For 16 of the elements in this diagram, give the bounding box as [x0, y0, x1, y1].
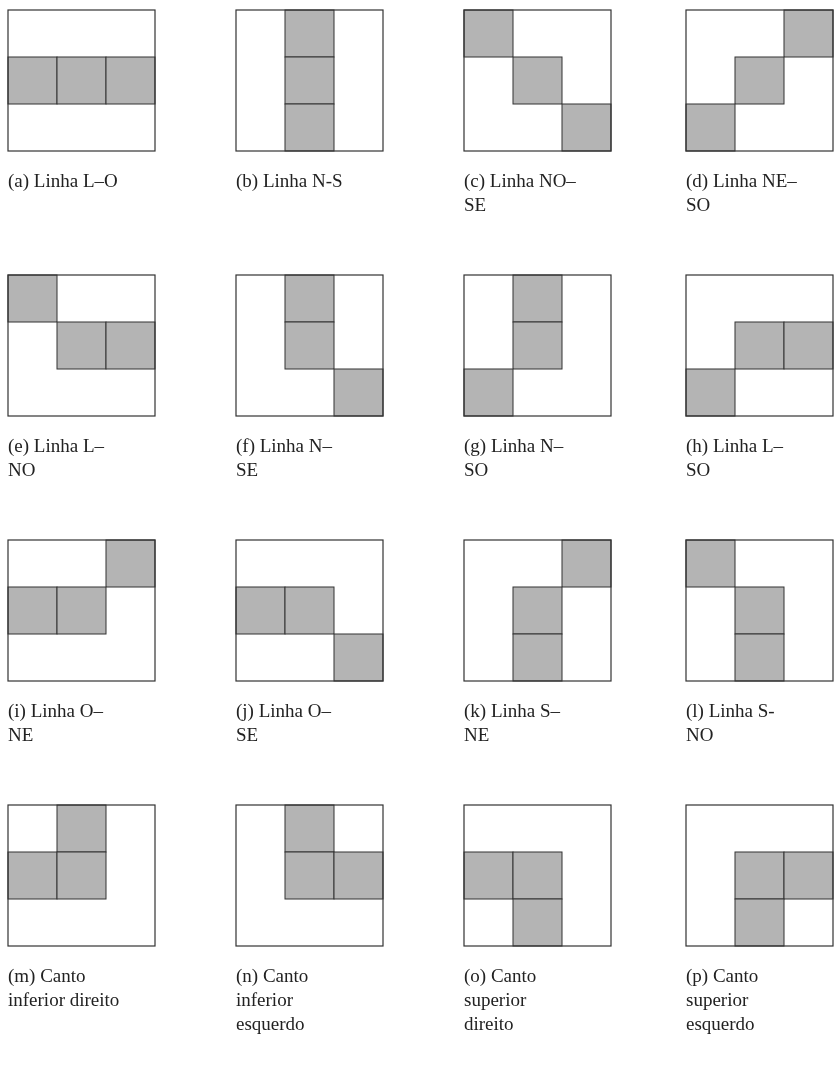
- caption: (a) Linha L–O: [8, 169, 119, 193]
- caption: (d) Linha NE–SO: [686, 169, 798, 217]
- caption: (b) Linha N-S: [236, 169, 344, 193]
- caption: (f) Linha N–SE: [236, 434, 334, 482]
- caption: (k) Linha S–NE: [464, 699, 562, 747]
- caption: (h) Linha L–SO: [686, 434, 785, 482]
- caption: (c) Linha NO–SE: [464, 169, 576, 217]
- caption: (l) Linha S-NO: [686, 699, 776, 747]
- caption: (i) Linha O–NE: [8, 699, 104, 747]
- caption: (j) Linha O–SE: [236, 699, 332, 747]
- caption: (n) Canto inferior esquerdo: [236, 964, 310, 1036]
- caption: (m) Canto inferior direito: [8, 964, 120, 1012]
- caption: (e) Linha L–NO: [8, 434, 105, 482]
- caption: (p) Canto superior esquerdo: [686, 964, 760, 1036]
- caption: (o) Canto superior direito: [464, 964, 538, 1036]
- caption: (g) Linha N–SO: [464, 434, 565, 482]
